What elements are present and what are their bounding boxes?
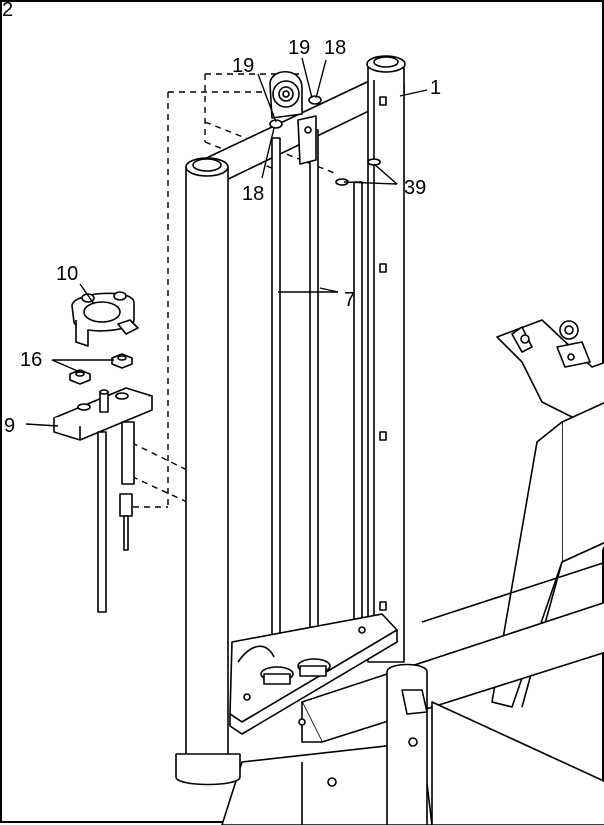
label-part-39: 39 xyxy=(404,177,426,199)
right-upright-post xyxy=(353,55,406,663)
pulley-bracket xyxy=(269,71,322,165)
bench-frame xyxy=(221,319,604,825)
small-rings xyxy=(335,158,381,186)
label-part-18-top: 18 xyxy=(324,37,346,59)
label-part-9: 9 xyxy=(4,415,15,437)
base-plate xyxy=(229,613,398,735)
label-part-19-right: 19 xyxy=(288,37,310,59)
weight-guide-rods xyxy=(271,129,319,659)
label-part-7: 7 xyxy=(344,289,355,311)
part-labels: 2 1 7 9 10 16 18 18 19 19 39 xyxy=(2,2,441,437)
label-part-16: 16 xyxy=(20,349,42,371)
corner-mark: 2 xyxy=(2,2,13,21)
left-upright-post xyxy=(175,157,241,786)
selector-plate xyxy=(53,387,153,613)
clamp-bracket xyxy=(71,291,139,347)
label-part-19-left: 19 xyxy=(232,55,254,77)
label-part-1: 1 xyxy=(430,77,441,99)
nuts xyxy=(69,353,133,385)
leader-lines xyxy=(25,57,428,427)
label-part-10: 10 xyxy=(56,263,78,285)
label-part-18-bottom: 18 xyxy=(242,183,264,205)
